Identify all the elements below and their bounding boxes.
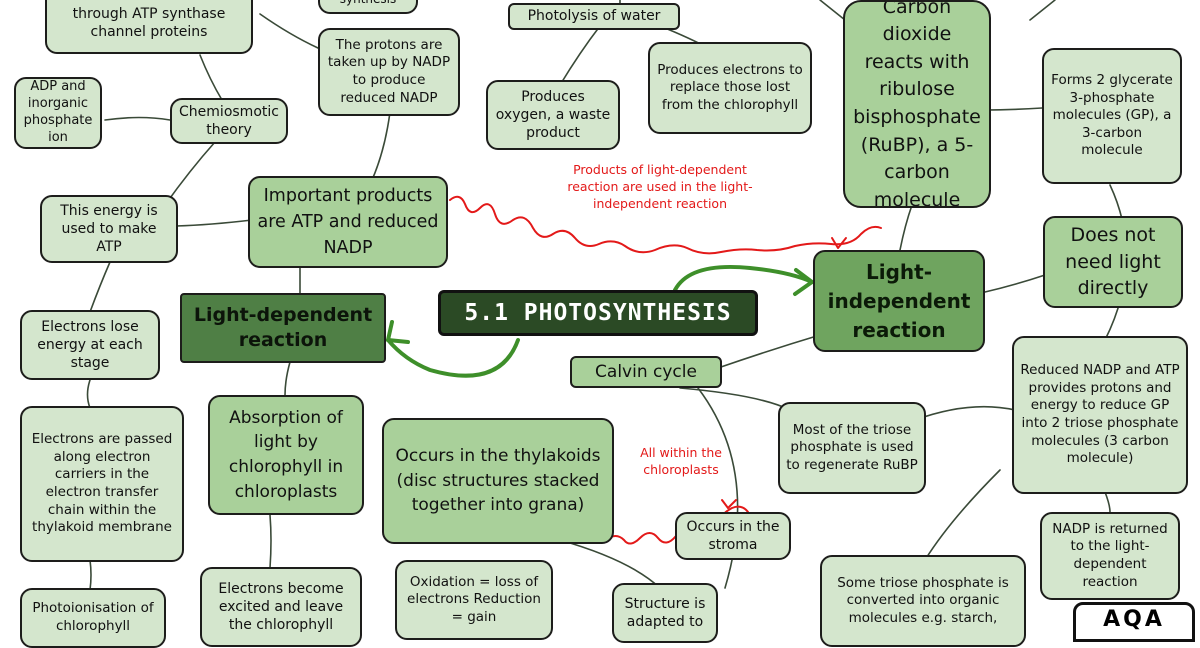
arrow-title-to-ld xyxy=(386,338,520,378)
page-title: 5.1 PHOTOSYNTHESIS xyxy=(438,290,758,336)
aqa-logo: AQA xyxy=(1073,602,1195,642)
link-reduced-nadp xyxy=(1104,491,1111,513)
arrow-li-head xyxy=(793,268,814,296)
node-oxidation: Oxidation = loss of electrons Reduction … xyxy=(395,560,553,640)
squiggle-products-head xyxy=(831,237,847,249)
node-produces-oxygen: Produces oxygen, a waste product xyxy=(486,80,620,150)
link-thylakoid-structure xyxy=(559,539,661,589)
link-channel-chemiosmotic xyxy=(199,54,223,101)
link-absorption-excited xyxy=(269,514,272,569)
node-protons-nadp: The protons are taken up by NADP to prod… xyxy=(318,28,460,116)
node-reduced-nadp: Reduced NADP and ATP provides protons an… xyxy=(1012,336,1188,494)
link-adp-chemiosmotic xyxy=(104,116,171,121)
link-reduced-most xyxy=(914,405,1016,421)
node-some-triose: Some triose phosphate is converted into … xyxy=(820,555,1026,647)
link-li-calvin xyxy=(717,334,821,369)
link-lose-passed xyxy=(86,379,91,409)
node-electrons-passed: Electrons are passed along electron carr… xyxy=(20,406,184,562)
link-energy-lose xyxy=(89,261,111,313)
node-light-independent[interactable]: Light-independent reaction xyxy=(813,250,985,352)
note-products-used: Products of light-dependent reaction are… xyxy=(567,162,753,211)
link-co2-top2 xyxy=(1029,0,1056,21)
node-no-light: Does not need light directly xyxy=(1043,216,1183,308)
link-co2-top xyxy=(819,0,846,21)
node-adp: ADP and inorganic phosphate ion xyxy=(14,77,102,149)
connector-lines xyxy=(86,0,1128,591)
node-stroma: Occurs in the stroma xyxy=(675,512,791,560)
node-calvin-cycle[interactable]: Calvin cycle xyxy=(570,356,722,388)
squiggle-products-used xyxy=(449,195,882,255)
node-chemiosmotic: Chemiosmotic theory xyxy=(170,98,288,144)
node-most-triose: Most of the triose phosphate is used to … xyxy=(778,402,926,494)
node-synthesis: synthesis xyxy=(318,0,418,14)
node-electrons-lose: Electrons lose energy at each stage xyxy=(20,310,160,380)
node-structure: Structure is adapted to xyxy=(612,583,718,643)
link-some-most xyxy=(924,469,1001,561)
link-photolysis-oxygen xyxy=(559,25,601,86)
link-co2-gp xyxy=(984,107,1043,111)
node-co2-rubp: Carbon dioxide reacts with ribulose bisp… xyxy=(843,0,991,208)
link-li-co2 xyxy=(899,204,913,251)
node-important-products: Important products are ATP and reduced N… xyxy=(248,176,448,268)
node-electrons-excited: Electrons become excited and leave the c… xyxy=(200,567,362,647)
squiggle-chloroplast-head xyxy=(721,499,737,509)
arrow-ld-head xyxy=(386,320,410,344)
link-chemiosmotic-energy xyxy=(164,141,216,206)
node-absorption: Absorption of light by chlorophyll in ch… xyxy=(208,395,364,515)
link-calvin-most xyxy=(679,387,791,411)
link-products-energy xyxy=(175,219,253,227)
link-ld-absorption xyxy=(284,361,291,396)
arrow-title-to-li xyxy=(673,264,814,292)
link-li-nolight xyxy=(984,274,1046,293)
link-passed-photo xyxy=(89,559,92,591)
node-gp: Forms 2 glycerate 3-phosphate molecules … xyxy=(1042,48,1182,184)
note-chloroplasts: All within the chloroplasts xyxy=(640,445,722,477)
node-light-dependent[interactable]: Light-dependent reaction xyxy=(180,293,386,363)
link-protons-chemiosmotic xyxy=(259,13,319,49)
node-channel: through ATP synthase channel proteins xyxy=(45,0,253,54)
node-nadp-returned: NADP is returned to the light-dependent … xyxy=(1040,512,1180,600)
node-energy-atp: This energy is used to make ATP xyxy=(40,195,178,263)
node-photoionisation: Photoionisation of chlorophyll xyxy=(20,588,166,648)
node-photolysis: Photolysis of water xyxy=(508,3,680,30)
node-thylakoids: Occurs in the thylakoids (disc structure… xyxy=(382,418,614,544)
node-produces-electrons: Produces electrons to replace those lost… xyxy=(648,42,812,134)
link-products-protons xyxy=(371,111,391,181)
